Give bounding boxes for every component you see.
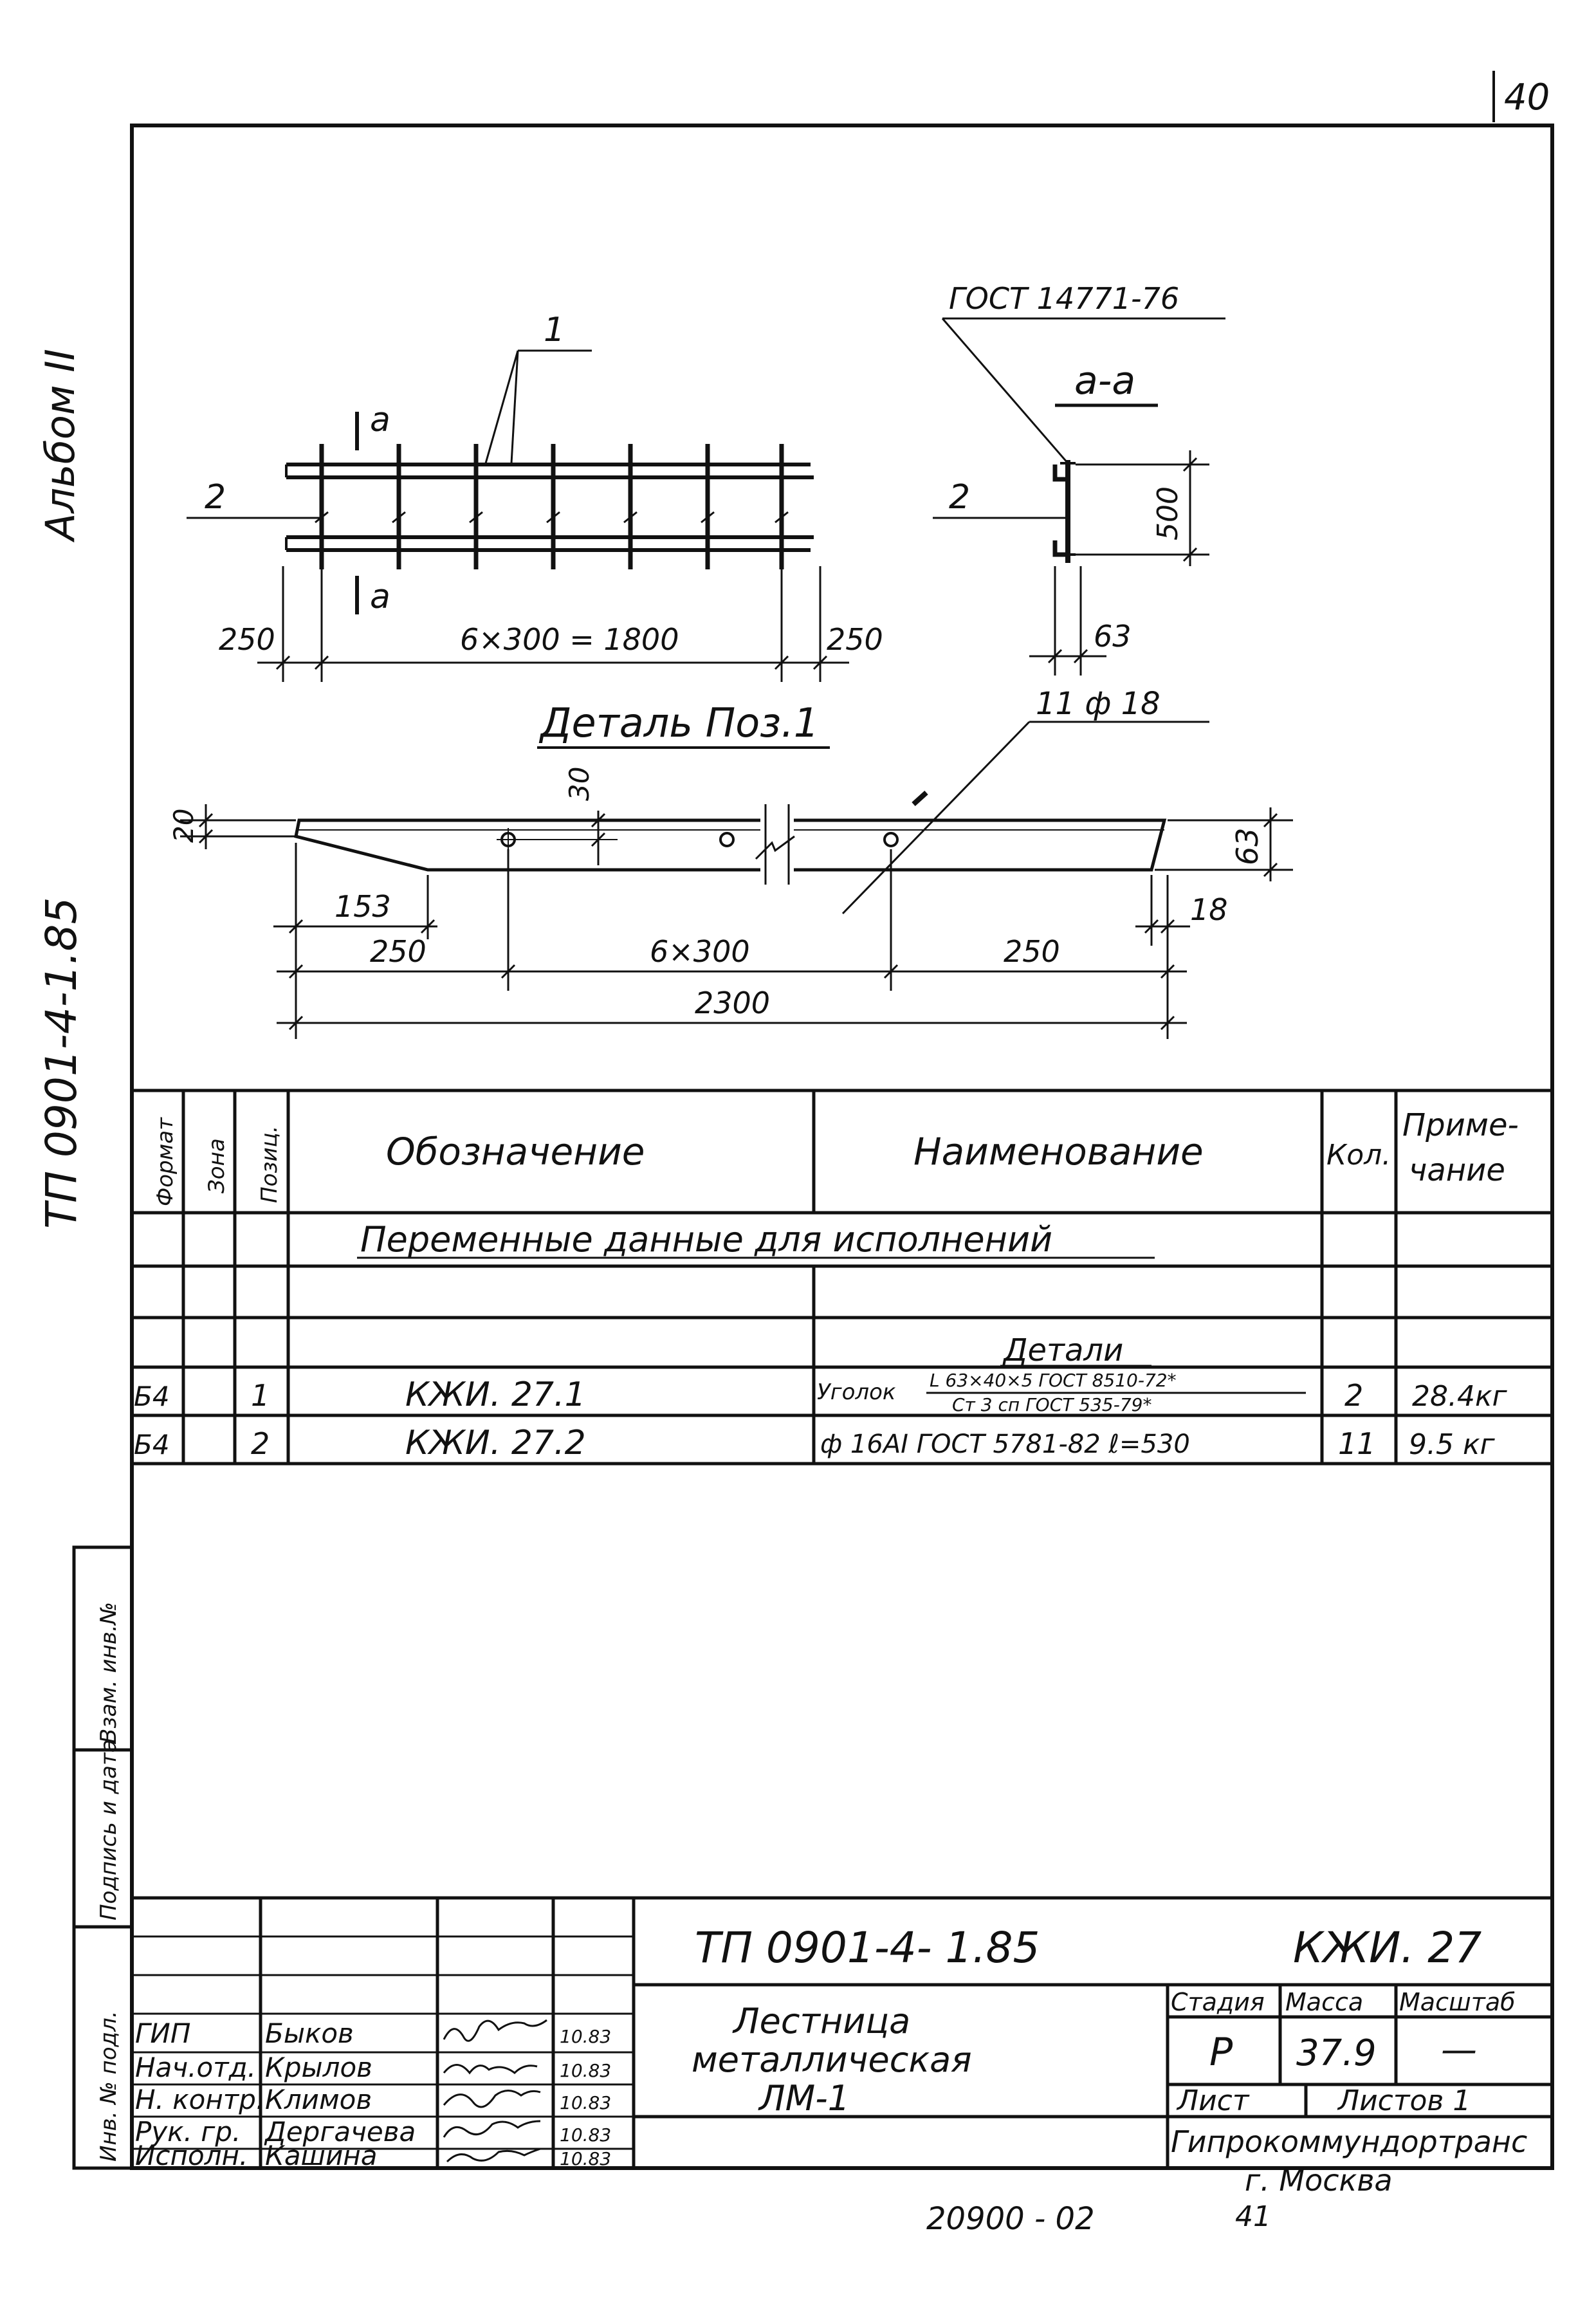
tb-title-line3: ЛМ-1 xyxy=(758,2078,850,2119)
plan-view xyxy=(187,349,849,682)
detail-dim-total: 2300 xyxy=(695,986,770,1020)
row2-qty: 11 xyxy=(1338,1426,1376,1461)
margin-label-podpis: Подпись и дата xyxy=(96,1739,122,1920)
detail-dim-20: 20 xyxy=(168,809,199,843)
tb-mass: 37.9 xyxy=(1296,2032,1377,2074)
margin-label-inv: Инв. № подл. xyxy=(96,2010,122,2162)
plan-dim-center: 6×300 = 1800 xyxy=(460,622,679,657)
spec-section-title: Переменные данные для исполнений xyxy=(360,1219,1052,1260)
detail-view xyxy=(180,721,1293,1039)
row2-format: Б4 xyxy=(134,1429,170,1460)
handwritten-signatures xyxy=(443,2019,547,2163)
tb-scale-label: Масштаб xyxy=(1399,1988,1516,2016)
header-name: Наименование xyxy=(913,1130,1204,1173)
title-block-grid xyxy=(132,1896,1552,2168)
plan-section-mark-bottom: a xyxy=(370,578,390,616)
signer-date: 10.83 xyxy=(560,2092,611,2113)
plan-section-mark-top: a xyxy=(370,401,390,439)
section-dim-width: 63 xyxy=(1094,619,1132,654)
header-format: Формат xyxy=(152,1117,178,1206)
footer-num: 41 xyxy=(1235,2200,1271,2233)
signer-date: 10.83 xyxy=(560,2026,611,2047)
row2-note: 9.5 кг xyxy=(1409,1428,1496,1461)
row2-designation: КЖИ. 27.2 xyxy=(405,1424,586,1462)
row1-qty: 2 xyxy=(1344,1378,1363,1413)
margin-label-vzam: Взам. инв.№ xyxy=(96,1602,122,1743)
row1-designation: КЖИ. 27.1 xyxy=(405,1375,586,1414)
plan-leader-1-label: 1 xyxy=(544,311,565,349)
tb-org-line2: г. Москва xyxy=(1245,2163,1393,2198)
tb-stage: Р xyxy=(1209,2030,1233,2075)
tb-scale: — xyxy=(1441,2029,1477,2071)
footer-code: 20900 - 02 xyxy=(926,2201,1095,2237)
tb-sheet-code: КЖИ. 27 xyxy=(1293,1923,1481,1973)
signer-date: 10.83 xyxy=(560,2148,611,2169)
header-zone: Зона xyxy=(204,1138,230,1193)
row1-name-bottom: Ст 3 сп ГОСТ 535-79* xyxy=(952,1394,1151,1415)
section-title: а-а xyxy=(1074,358,1135,403)
section-view xyxy=(933,317,1225,676)
tb-org-line1: Гипрокоммундортранс xyxy=(1171,2124,1527,2159)
spec-subsection: Детали xyxy=(1002,1332,1123,1368)
signer-date: 10.83 xyxy=(560,2060,611,2081)
plan-leader-2-label: 2 xyxy=(205,478,226,517)
row1-name-prefix: Уголок xyxy=(817,1379,896,1405)
signer-role: Нач.отд. xyxy=(135,2052,256,2083)
tb-sheet-label: Лист xyxy=(1176,2084,1250,2117)
detail-dim-153: 153 xyxy=(335,889,391,924)
signer-role: Н. контр. xyxy=(135,2084,264,2115)
detail-dim-6x300: 6×300 xyxy=(650,934,750,969)
row1-note: 28.4кг xyxy=(1412,1380,1508,1413)
signer-name: Дергачева xyxy=(264,2116,416,2148)
signer-date: 10.83 xyxy=(560,2124,611,2146)
detail-dim-250-left: 250 xyxy=(370,934,427,969)
margin-stamp xyxy=(72,1545,134,2170)
tb-mass-label: Масса xyxy=(1285,1988,1363,2016)
tb-title-line2: металлическая xyxy=(692,2039,972,2080)
signer-name: Крылов xyxy=(265,2052,372,2083)
plan-dim-left: 250 xyxy=(219,622,275,657)
row1-name-top: L 63×40×5 ГОСТ 8510-72* xyxy=(930,1370,1177,1391)
row1-format: Б4 xyxy=(134,1381,170,1412)
tb-stage-label: Стадия xyxy=(1171,1988,1265,2016)
header-position: Позиц. xyxy=(257,1126,282,1204)
tb-sheets-label: Листов 1 xyxy=(1337,2084,1471,2117)
signer-role: ГИП xyxy=(135,2018,190,2049)
signer-role: Рук. гр. xyxy=(135,2116,241,2148)
detail-dim-63: 63 xyxy=(1230,827,1265,865)
main-frame xyxy=(130,124,1554,2170)
page-number: 40 xyxy=(1504,77,1550,118)
detail-dim-250-right: 250 xyxy=(1004,934,1060,969)
signers-list: ГИП Быков 10.83 Нач.отд. Крылов 10.83 Н.… xyxy=(135,2018,611,2171)
detail-dim-18: 18 xyxy=(1190,892,1228,927)
signer-name: Кашина xyxy=(265,2140,377,2171)
header-designation: Обозначение xyxy=(386,1130,645,1173)
signer-name: Климов xyxy=(265,2084,372,2115)
header-note-2: чание xyxy=(1409,1152,1505,1188)
detail-title: Деталь Поз.1 xyxy=(538,699,819,746)
detail-dim-30: 30 xyxy=(564,767,595,801)
plan-dim-right: 250 xyxy=(827,622,883,657)
margin-doc-code: ТП 0901-4-1.85 xyxy=(37,897,86,1229)
row1-position: 1 xyxy=(251,1378,270,1413)
section-gost-label: ГОСТ 14771-76 xyxy=(949,281,1179,316)
signer-role: Исполн. xyxy=(135,2140,248,2171)
tb-doc-code: ТП 0901-4- 1.85 xyxy=(695,1923,1040,1973)
header-note-1: Приме- xyxy=(1402,1107,1519,1143)
header-qty: Кол. xyxy=(1326,1139,1391,1172)
tb-title-line1: Лестница xyxy=(732,2001,910,2041)
album-label: Альбом II xyxy=(37,349,84,543)
row2-position: 2 xyxy=(251,1426,270,1461)
signer-name: Быков xyxy=(265,2018,354,2049)
section-leader-2-label: 2 xyxy=(949,478,970,517)
spec-table-grid xyxy=(132,1089,1552,1466)
row2-name: ф 16АI ГОСТ 5781-82 ℓ=530 xyxy=(820,1430,1190,1459)
detail-hole-label: 11 ф 18 xyxy=(1036,686,1160,722)
section-dim-height: 500 xyxy=(1151,486,1184,540)
